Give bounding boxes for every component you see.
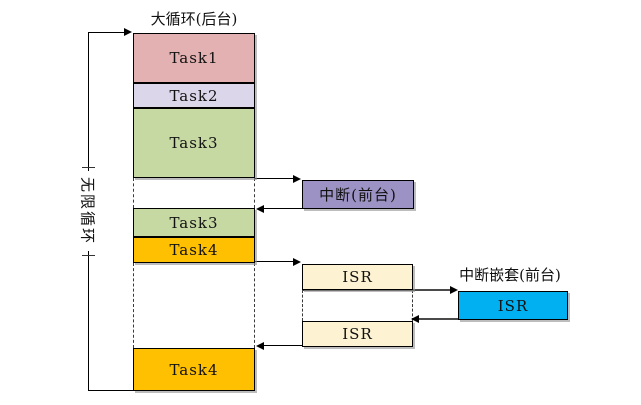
nested-isr-box: ISR bbox=[458, 291, 568, 320]
arrowhead-interrupt-return-icon bbox=[256, 205, 264, 213]
arrowhead-to-interrupt-icon bbox=[293, 175, 301, 183]
loop-label-tick-bottom bbox=[82, 255, 95, 256]
interrupt-label: 中断(前台) bbox=[319, 186, 397, 204]
gap1-dashed-left bbox=[133, 178, 134, 208]
task4-resume-box: Task4 bbox=[133, 348, 255, 391]
arrowhead-nested-isr-return-icon bbox=[411, 315, 419, 323]
task2-label: Task2 bbox=[169, 86, 219, 105]
infinite-loop-line-top bbox=[88, 32, 124, 33]
infinite-loop-label: 无限循环 bbox=[77, 170, 99, 252]
task1-box: Task1 bbox=[133, 33, 255, 83]
arrow-isr-to-nested-isr bbox=[302, 289, 454, 291]
gap2-dashed-left bbox=[133, 263, 134, 348]
task3-label: Task3 bbox=[169, 134, 219, 152]
nested-isr-label: ISR bbox=[497, 296, 529, 315]
arrow-isr-return-to-task4 bbox=[263, 345, 302, 346]
infinite-loop-line-bottom bbox=[88, 390, 133, 391]
arrow-nested-isr-return bbox=[419, 318, 458, 320]
isr-second-box: ISR bbox=[302, 321, 413, 347]
arrow-task4-to-isr bbox=[255, 261, 297, 262]
task3-resume-label: Task3 bbox=[169, 213, 219, 232]
arrowhead-to-nested-isr-icon bbox=[450, 286, 458, 294]
isr-second-label: ISR bbox=[342, 325, 373, 343]
nested-interrupt-title: 中断嵌套(前台) bbox=[459, 266, 561, 284]
gap2-dashed-right bbox=[254, 263, 255, 348]
isr-gap-dashed-left bbox=[302, 290, 303, 321]
background-column-title: 大循环(后台) bbox=[150, 10, 238, 28]
task4-box: Task4 bbox=[133, 237, 255, 263]
task2-box: Task2 bbox=[133, 83, 255, 108]
interrupt-box: 中断(前台) bbox=[302, 180, 414, 209]
isr-first-box: ISR bbox=[302, 264, 413, 290]
arrowhead-to-isr-icon bbox=[293, 258, 301, 266]
arrow-task3-to-interrupt bbox=[255, 178, 297, 179]
isr-gap-dashed-right bbox=[412, 290, 413, 321]
task4-resume-label: Task4 bbox=[169, 360, 219, 379]
loop-label-tick-top bbox=[82, 167, 95, 168]
task4-label: Task4 bbox=[169, 241, 219, 259]
task3-box: Task3 bbox=[133, 108, 255, 178]
arrowhead-isr-return-icon bbox=[256, 342, 264, 350]
arrow-interrupt-return bbox=[260, 208, 302, 209]
arrowhead-loop-into-top-icon bbox=[124, 28, 132, 36]
task1-label: Task1 bbox=[169, 49, 219, 67]
task3-resume-box: Task3 bbox=[133, 208, 255, 237]
gap1-dashed-right bbox=[254, 178, 255, 208]
isr-first-label: ISR bbox=[342, 268, 373, 286]
